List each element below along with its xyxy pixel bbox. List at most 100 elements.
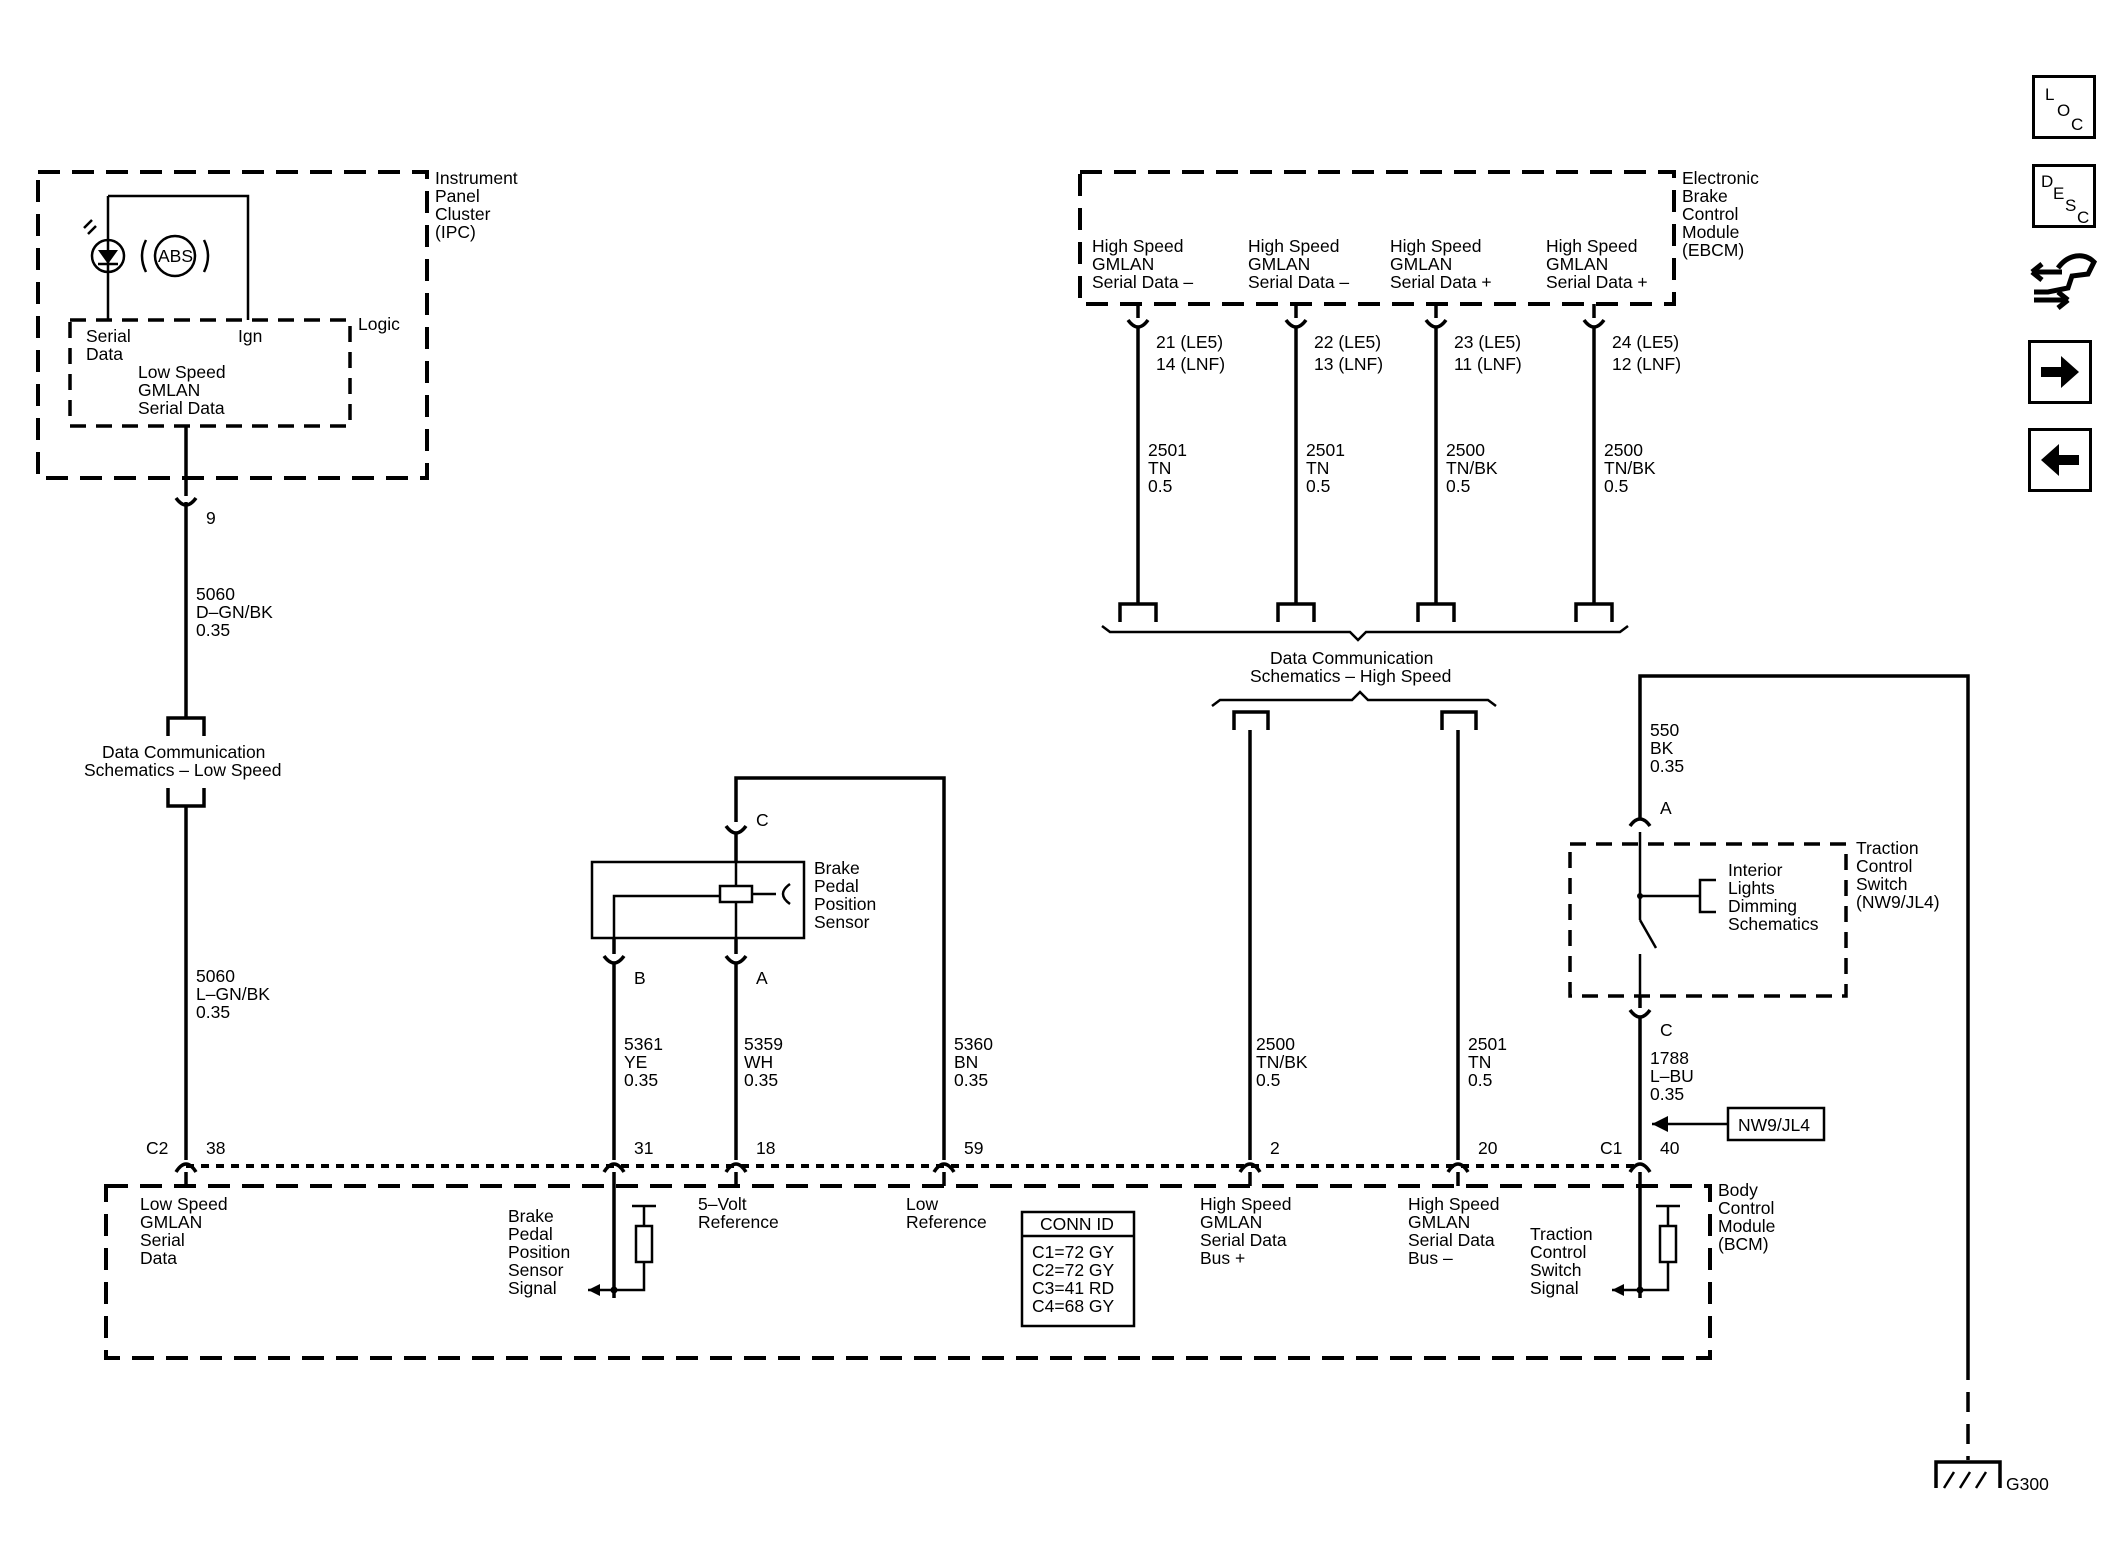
wire-2500-color: TN/BK bbox=[1256, 1052, 1308, 1072]
conn-id-title: CONN ID bbox=[1040, 1214, 1114, 1234]
bcm-pin-18: 18 bbox=[756, 1138, 775, 1158]
bcm-hs-plus-line1: High Speed bbox=[1200, 1194, 1291, 1214]
bcm-bpp-signal-line1: Brake bbox=[508, 1206, 554, 1226]
wire-1788-color: L–BU bbox=[1650, 1066, 1694, 1086]
ebcm-t2-label1: High Speed bbox=[1248, 236, 1339, 256]
location-button[interactable]: L O C bbox=[2032, 75, 2096, 139]
ipc-low-speed-line3: Serial Data bbox=[138, 398, 225, 418]
bcm-bpp-signal-line5: Signal bbox=[508, 1278, 557, 1298]
wire-5361-number: 5361 bbox=[624, 1034, 663, 1054]
ebcm-t1-label2: GMLAN bbox=[1092, 254, 1154, 274]
loc-letter-c: C bbox=[2071, 115, 2083, 134]
bpp-title-line4: Sensor bbox=[814, 912, 870, 932]
ipc-data-label: Data bbox=[86, 344, 123, 364]
ebcm-t2-pin-le5: 22 (LE5) bbox=[1314, 332, 1381, 352]
tcs-dimming-line1: Interior bbox=[1728, 860, 1783, 880]
bcm-wire-labels: 5361 YE 0.35 5359 WH 0.35 5360 BN 0.35 2… bbox=[624, 1034, 1507, 1090]
bcm-pin-20: 20 bbox=[1478, 1138, 1498, 1158]
traction-control-switch: 550 BK 0.35 A Traction Control Switch (N… bbox=[1568, 674, 1970, 1360]
lowspeed-ref-line2: Schematics – Low Speed bbox=[84, 760, 281, 780]
wire-5359-color: WH bbox=[744, 1052, 773, 1072]
bcm-bpp-signal-line3: Position bbox=[508, 1242, 570, 1262]
loc-letter-l: L bbox=[2045, 85, 2054, 104]
bcm-low-speed-line2: GMLAN bbox=[140, 1212, 202, 1232]
wire-5060-gauge: 0.35 bbox=[196, 620, 230, 640]
wire-550-number: 550 bbox=[1650, 720, 1679, 740]
loc-icon: L O C bbox=[2045, 85, 2083, 134]
ebcm-t3-wire-gauge: 0.5 bbox=[1446, 476, 1470, 496]
wire-5060b-number: 5060 bbox=[196, 966, 235, 986]
wire-5060b-color: L–GN/BK bbox=[196, 984, 270, 1004]
connector-hand-button[interactable] bbox=[2028, 246, 2100, 316]
bpp-signal-resistor bbox=[588, 1204, 656, 1296]
ipc-module: Instrument Panel Cluster (IPC) ABS Logic… bbox=[36, 168, 518, 480]
previous-page-button[interactable] bbox=[2028, 428, 2092, 492]
tcs-title-line2: Control bbox=[1856, 856, 1912, 876]
wire-5060-number: 5060 bbox=[196, 584, 235, 604]
ebcm-t2-pin-lnf: 13 (LNF) bbox=[1314, 354, 1383, 374]
bpp-pin-b: B bbox=[634, 968, 646, 988]
wire-5360-gauge: 0.35 bbox=[954, 1070, 988, 1090]
ebcm-t2-label2: GMLAN bbox=[1248, 254, 1310, 274]
bpp-title-line2: Pedal bbox=[814, 876, 859, 896]
ebcm-t1-wire-color: TN bbox=[1148, 458, 1171, 478]
wire-550-color: BK bbox=[1650, 738, 1674, 758]
brake-pedal-position-sensor: C Brake Pedal Position Sensor B A bbox=[590, 776, 946, 1160]
bcm-title-line4: (BCM) bbox=[1718, 1234, 1769, 1254]
lowspeed-reference: Data Communication Schematics – Low Spee… bbox=[84, 716, 281, 1160]
ipc-title-line1: Instrument bbox=[435, 168, 518, 188]
wire-2501-gauge: 0.5 bbox=[1468, 1070, 1492, 1090]
ebcm-t3-pin-lnf: 11 (LNF) bbox=[1454, 354, 1522, 374]
bcm-hs-minus-line4: Bus – bbox=[1408, 1248, 1453, 1268]
bcm-bpp-signal-line4: Sensor bbox=[508, 1260, 564, 1280]
ebcm-title-line2: Brake bbox=[1682, 186, 1728, 206]
ground-g300: G300 bbox=[1934, 1360, 2049, 1494]
ipc-title-line3: Cluster bbox=[435, 204, 491, 224]
description-button[interactable]: D E S C bbox=[2032, 164, 2096, 228]
wire-5060b-gauge: 0.35 bbox=[196, 1002, 230, 1022]
wire-550-gauge: 0.35 bbox=[1650, 756, 1684, 776]
ebcm-t4-pin-le5: 24 (LE5) bbox=[1612, 332, 1679, 352]
bcm-tcs-signal-line1: Traction bbox=[1530, 1224, 1593, 1244]
ebcm-title-line4: Module bbox=[1682, 222, 1739, 242]
ipc-low-speed-line2: GMLAN bbox=[138, 380, 200, 400]
ebcm-t3-wire-number: 2500 bbox=[1446, 440, 1485, 460]
wire-2501-number: 2501 bbox=[1468, 1034, 1507, 1054]
next-page-button[interactable] bbox=[2028, 340, 2092, 404]
ipc-title-line4: (IPC) bbox=[435, 222, 476, 242]
bcm-5v-line1: 5–Volt bbox=[698, 1194, 747, 1214]
desc-letter-d: D bbox=[2041, 172, 2053, 191]
wire-2500-number: 2500 bbox=[1256, 1034, 1295, 1054]
ebcm-terminal-3: High Speed GMLAN Serial Data + 23 (LE5) … bbox=[1390, 236, 1522, 622]
bcm-hs-minus-line3: Serial Data bbox=[1408, 1230, 1495, 1250]
bcm-hs-plus-line4: Bus + bbox=[1200, 1248, 1245, 1268]
bcm-hs-plus-line2: GMLAN bbox=[1200, 1212, 1262, 1232]
bpp-pin-c: C bbox=[756, 810, 769, 830]
ebcm-t4-wire-color: TN/BK bbox=[1604, 458, 1656, 478]
ebcm-t3-label2: GMLAN bbox=[1390, 254, 1452, 274]
highspeed-reference: Data Communication Schematics – High Spe… bbox=[1211, 648, 1497, 1160]
wire-2501-color: TN bbox=[1468, 1052, 1491, 1072]
desc-icon: D E S C bbox=[2041, 172, 2089, 225]
ebcm-title-line3: Control bbox=[1682, 204, 1738, 224]
bcm-lowref-line1: Low bbox=[906, 1194, 938, 1214]
tcs-pin-a: A bbox=[1660, 798, 1672, 818]
wire-5360-number: 5360 bbox=[954, 1034, 993, 1054]
ipc-serial-label: Serial bbox=[86, 326, 131, 346]
bcm-module: Body Control Module (BCM) C2 38 31 18 59… bbox=[104, 1138, 1775, 1360]
desc-letter-s: S bbox=[2065, 196, 2076, 215]
desc-letter-c: C bbox=[2077, 208, 2089, 225]
highspeed-ref-line1: Data Communication bbox=[1270, 648, 1433, 668]
ebcm-terminal-1: High Speed GMLAN Serial Data – 21 (LE5) … bbox=[1092, 236, 1225, 622]
conn-id-table: CONN ID C1=72 GY C2=72 GY C3=41 RD C4=68… bbox=[1020, 1210, 1136, 1328]
bcm-tcs-signal-line4: Signal bbox=[1530, 1278, 1579, 1298]
ebcm-t4-wire-gauge: 0.5 bbox=[1604, 476, 1628, 496]
ipc-ign-label: Ign bbox=[238, 326, 262, 346]
ebcm-t4-label1: High Speed bbox=[1546, 236, 1637, 256]
tcs-title-line4: (NW9/JL4) bbox=[1856, 892, 1940, 912]
bcm-hs-minus-line1: High Speed bbox=[1408, 1194, 1499, 1214]
bcm-title-line1: Body bbox=[1718, 1180, 1758, 1200]
tcs-dimming-line2: Lights bbox=[1728, 878, 1775, 898]
bcm-tcs-signal-line3: Switch bbox=[1530, 1260, 1582, 1280]
ipc-title-line2: Panel bbox=[435, 186, 480, 206]
